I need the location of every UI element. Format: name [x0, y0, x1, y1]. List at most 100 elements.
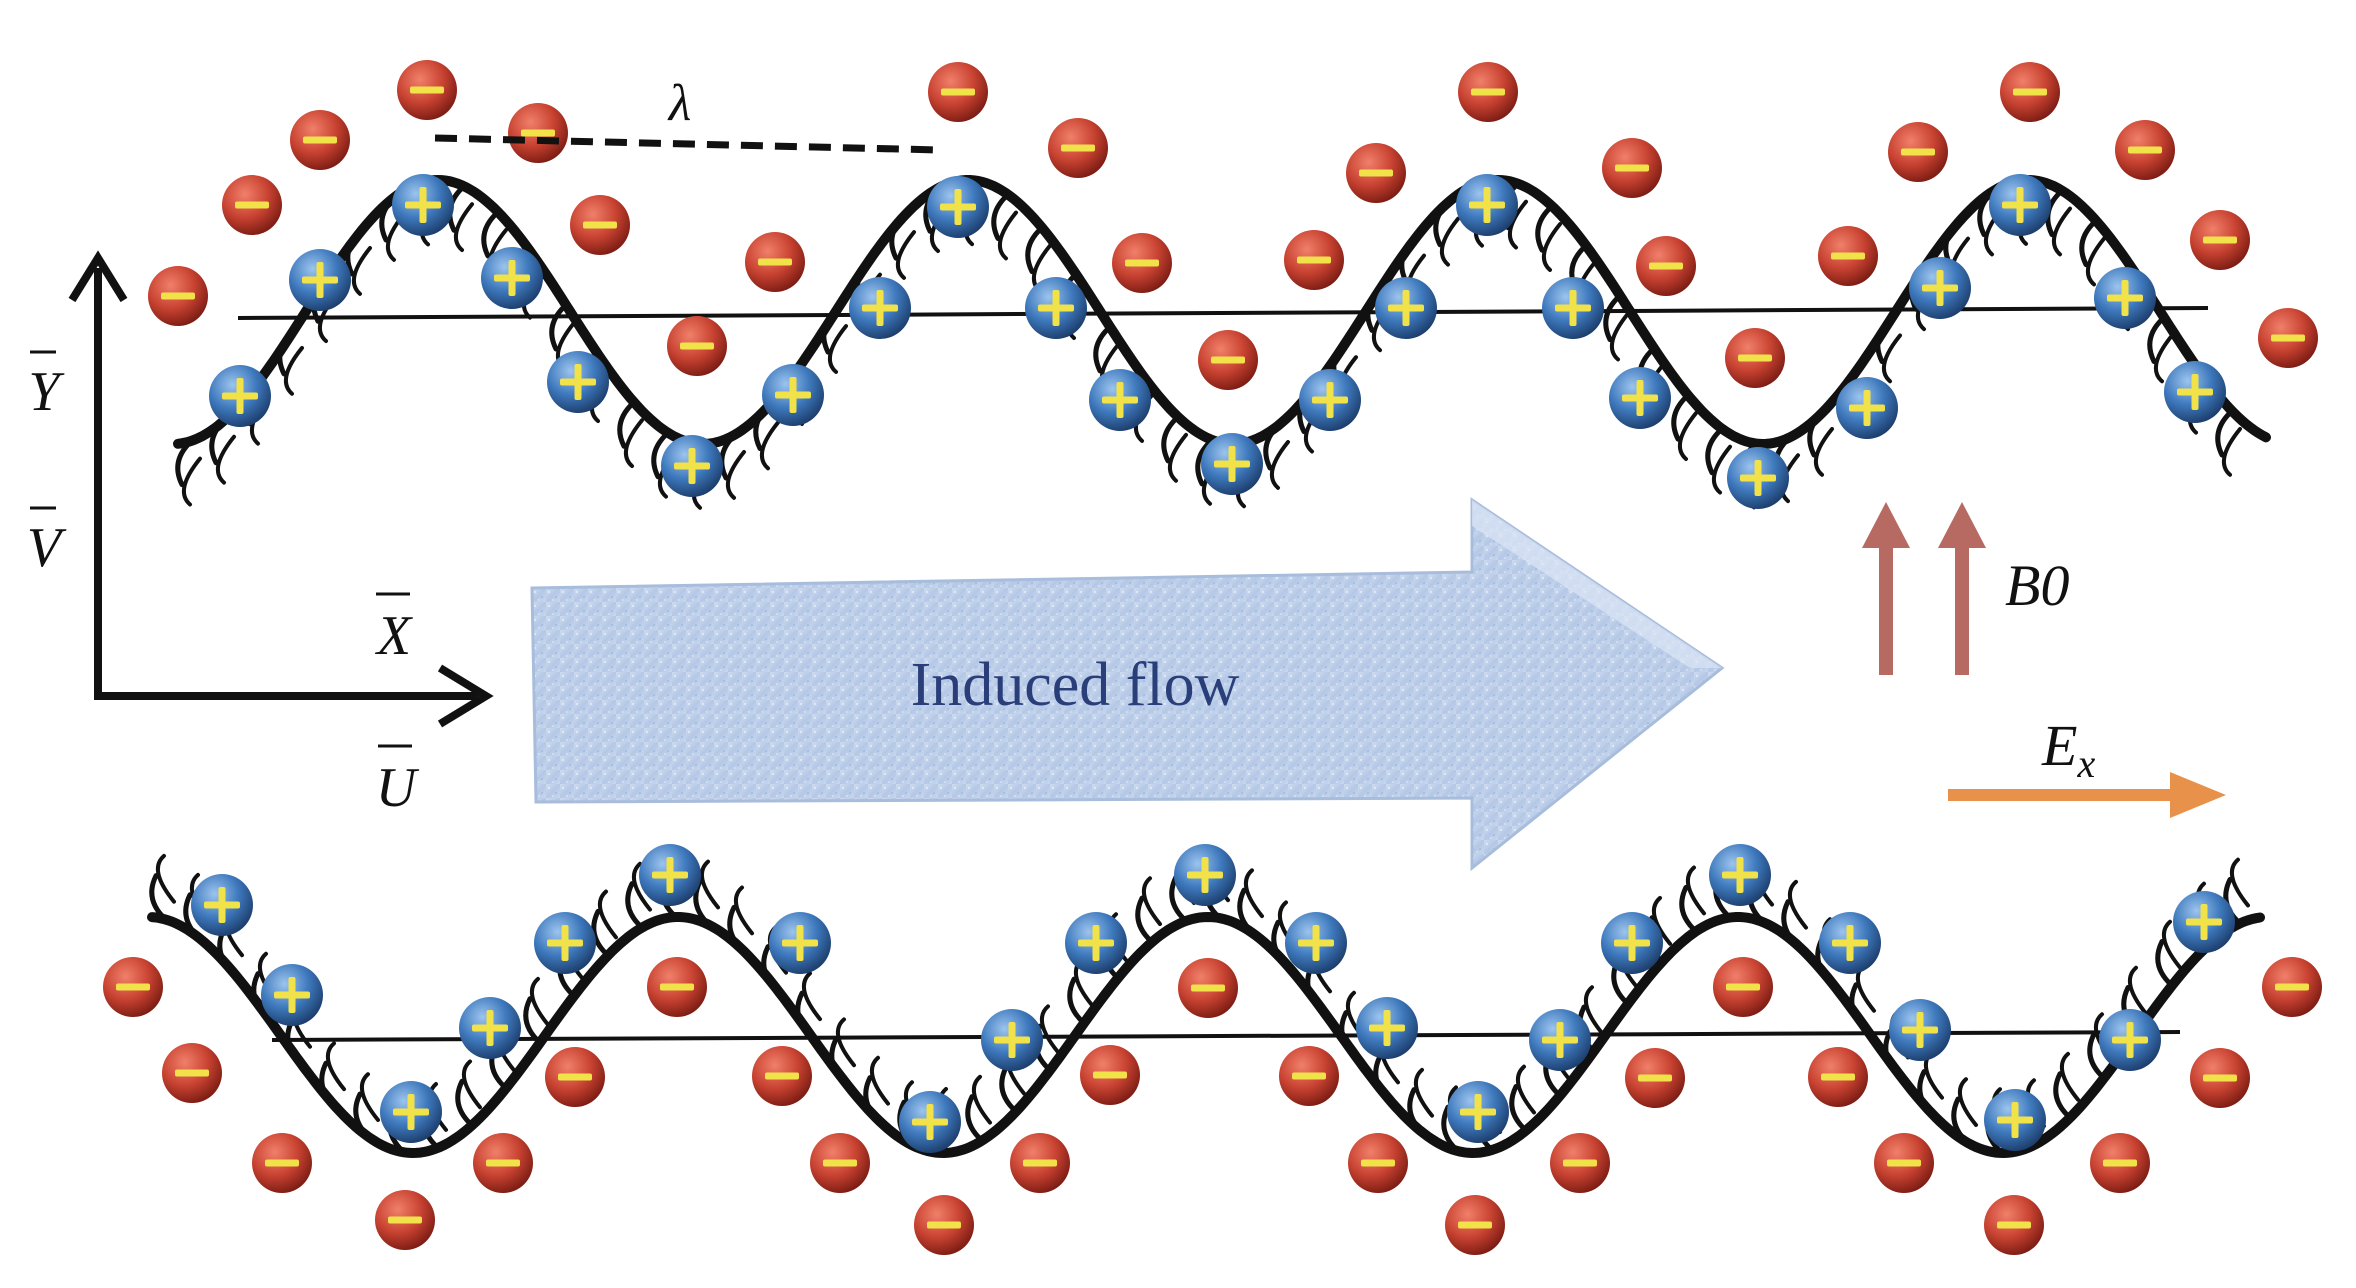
lower-hair: [733, 885, 754, 936]
upper-hair: [181, 456, 202, 507]
negative-ion-icon: [1888, 122, 1948, 182]
positive-ion-icon: [481, 247, 543, 309]
upper-hair: [1609, 311, 1630, 362]
upper-hair: [617, 399, 637, 449]
upper-hair: [1603, 293, 1623, 343]
positive-ion-icon: [1285, 912, 1347, 974]
svg-text:Y: Y: [28, 361, 65, 423]
negative-ion-icon: [103, 957, 163, 1017]
positive-ion-icon: [392, 174, 454, 236]
positive-ion-icon: [927, 176, 989, 238]
upper-hair: [2147, 314, 2167, 364]
upper-centerline: [237, 306, 2209, 320]
positive-ion-icon: [1529, 1009, 1591, 1071]
upper-hair: [1439, 216, 1460, 267]
upper-hair: [1161, 414, 1181, 464]
negative-ion-icon: [1198, 330, 1258, 390]
negative-ion-icon: [162, 1043, 222, 1103]
negative-ion-icon: [1725, 328, 1785, 388]
positive-ion-icon: [459, 997, 521, 1059]
lower-hair: [835, 1017, 856, 1068]
lower-hair: [999, 1065, 1019, 1114]
upper-hair: [215, 434, 236, 485]
upper-hair: [1677, 411, 1698, 461]
negative-ion-icon: [2115, 120, 2175, 180]
lower-hair: [1583, 985, 1604, 1036]
positive-ion-icon: [1356, 997, 1418, 1059]
upper-hair: [895, 230, 916, 280]
upper-hair: [1093, 324, 1113, 374]
lower-hair: [1651, 895, 1672, 946]
lower-hair: [1509, 1083, 1529, 1133]
lower-hair: [965, 1094, 985, 1144]
upper-hair: [481, 209, 501, 259]
negative-ion-icon: [2190, 210, 2250, 270]
lower-hair: [529, 976, 550, 1027]
lower-hair: [869, 1055, 890, 1106]
positive-ion-icon: [1174, 844, 1236, 906]
lower-hair: [1957, 1077, 1978, 1127]
negative-ion-icon: [1550, 1133, 1610, 1193]
lower-hair: [455, 1078, 475, 1128]
lower-hair: [1787, 879, 1808, 930]
lower-hair: [155, 853, 176, 904]
upper-hair: [283, 345, 304, 396]
upper-hair: [1813, 426, 1834, 477]
positive-ion-icon: [2099, 1009, 2161, 1071]
upper-hair: [1671, 392, 1691, 442]
negative-ion-icon: [1112, 233, 1172, 293]
negative-ion-icon: [647, 957, 707, 1017]
positive-ion-icon: [1456, 174, 1518, 236]
upper-hair: [997, 210, 1018, 261]
lower-hair: [325, 1041, 346, 1092]
flow-label: Induced flow: [911, 651, 1240, 719]
positive-ion-icon: [209, 365, 271, 427]
lower-hair: [2229, 857, 2250, 908]
upper-hair: [2215, 408, 2235, 458]
positive-ion-icon: [1836, 377, 1898, 439]
magnetic-field-arrows: [1862, 502, 1986, 675]
positive-ion-icon: [849, 277, 911, 339]
negative-ion-icon: [810, 1133, 870, 1193]
upper-hair: [759, 420, 780, 471]
negative-ion-icon: [1808, 1047, 1868, 1107]
upper-hair: [991, 192, 1011, 242]
x-axis-label: X: [375, 592, 414, 667]
negative-ion-icon: [667, 316, 727, 376]
upper-hair: [2153, 333, 2174, 384]
upper-hair: [1507, 199, 1528, 250]
positive-ion-icon: [1989, 174, 2051, 236]
negative-ion-icon: [1713, 957, 1773, 1017]
negative-ion-icon: [290, 110, 350, 170]
upper-hair: [2051, 206, 2072, 257]
lower-hair: [1679, 884, 1699, 934]
positive-ion-icon: [2094, 267, 2156, 329]
positive-ion-icon: [2173, 891, 2235, 953]
negative-ion-icon: [1080, 1045, 1140, 1105]
positive-ion-icon: [380, 1081, 442, 1143]
negative-ion-icon: [1874, 1133, 1934, 1193]
positive-ion-icon: [769, 912, 831, 974]
negative-ion-icon: [914, 1195, 974, 1255]
lower-hair: [1685, 865, 1706, 916]
electric-field-label: Ex: [2041, 713, 2095, 786]
lower-wall: [147, 911, 2265, 1159]
lower-hair: [1413, 1067, 1434, 1118]
coordinate-axes: [68, 250, 494, 728]
v-axis-label: V: [27, 506, 67, 579]
svg-text:X: X: [375, 605, 414, 667]
positive-ion-icon: [639, 844, 701, 906]
ions: [103, 60, 2322, 1255]
negative-ion-icon: [1346, 143, 1406, 203]
negative-ion-icon: [545, 1047, 605, 1107]
electric-field-arrow: [1948, 772, 2226, 818]
positive-ion-icon: [1065, 912, 1127, 974]
positive-ion-icon: [1984, 1089, 2046, 1151]
upper-hair: [725, 450, 746, 500]
upper-hair: [2085, 236, 2106, 287]
lower-hair: [625, 881, 645, 931]
lower-hair: [1515, 1064, 1536, 1115]
negative-ion-icon: [222, 175, 282, 235]
upper-hair: [827, 324, 848, 374]
upper-hair: [2221, 426, 2242, 477]
